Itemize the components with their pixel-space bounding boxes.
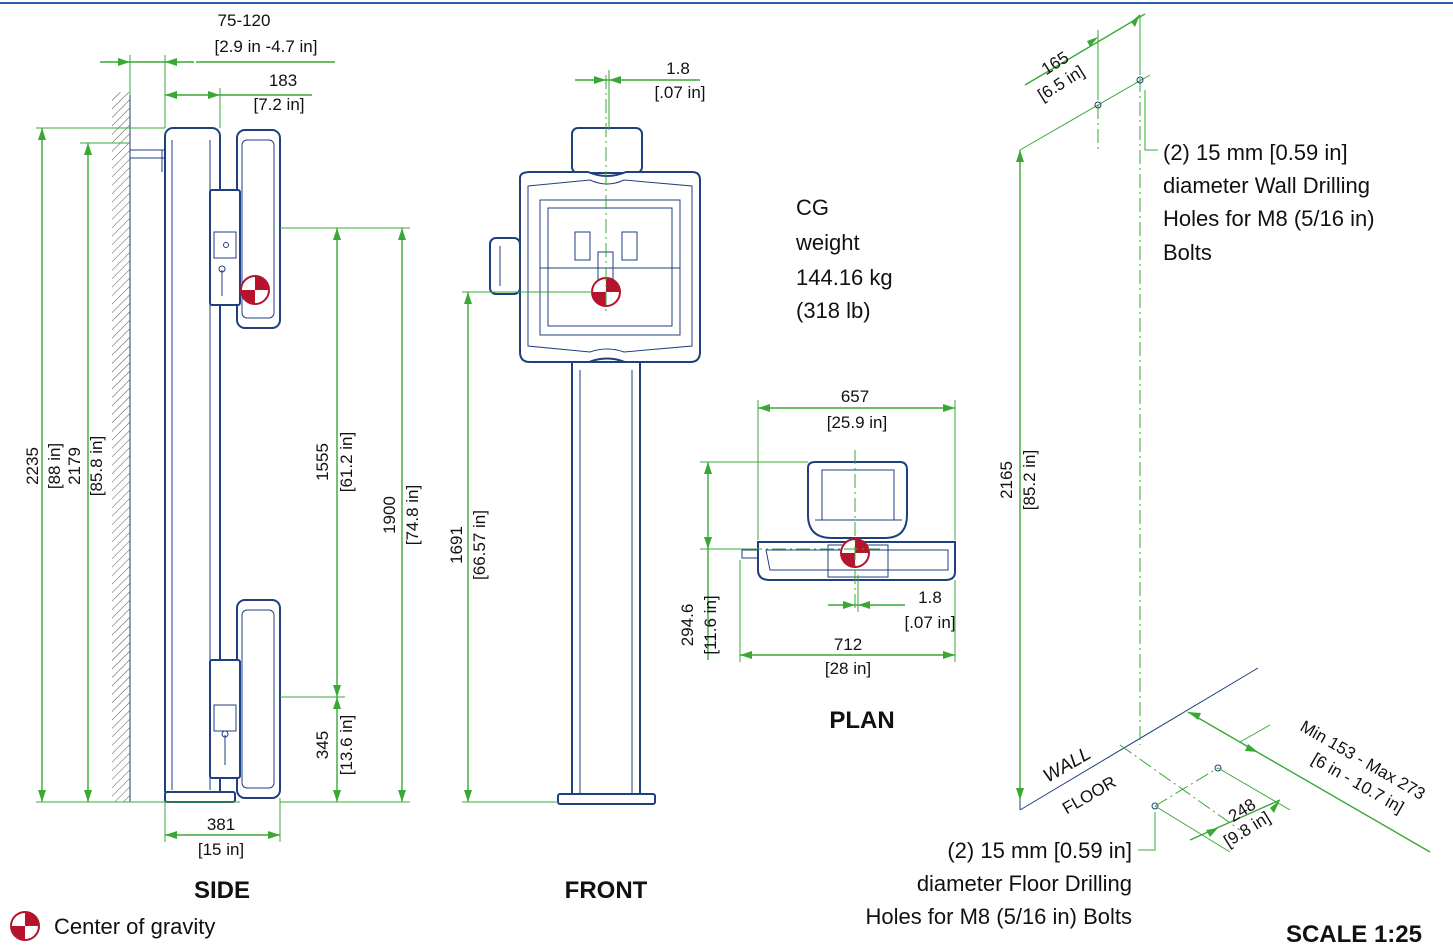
front-cg-height-in: [66.57 in] xyxy=(470,510,489,580)
plan-offset-in: [.07 in] xyxy=(904,613,955,632)
side-offset-mm: 75-120 xyxy=(218,11,271,30)
wall-height-mm: 2165 xyxy=(997,461,1016,499)
plan-offset-mm: 1.8 xyxy=(918,588,942,607)
side-1555-mm: 1555 xyxy=(313,443,332,481)
wall-height-in: [85.2 in] xyxy=(1020,450,1039,511)
side-view: 75-120 [2.9 in -4.7 in] 183 [7.2 in] 223… xyxy=(23,11,422,904)
wall-note-line2: diameter Wall Drilling xyxy=(1163,173,1370,198)
side-base-in: [15 in] xyxy=(198,840,244,859)
side-total-height-mm: 2235 xyxy=(23,447,42,485)
floor-label: FLOOR xyxy=(1059,772,1119,818)
cg-marker-side xyxy=(240,275,270,305)
side-1900-mm: 1900 xyxy=(380,496,399,534)
wall-note-line4: Bolts xyxy=(1163,240,1212,265)
floor-note-line2: diameter Floor Drilling xyxy=(917,871,1132,896)
front-cg-height-mm: 1691 xyxy=(447,526,466,564)
wall-hatch xyxy=(112,92,130,802)
wall-note-line1: (2) 15 mm [0.59 in] xyxy=(1163,140,1348,165)
plan-width-mm: 657 xyxy=(841,387,869,406)
plan-width-in: [25.9 in] xyxy=(827,413,888,432)
side-bracket-height-in: [85.8 in] xyxy=(87,436,106,497)
side-345-in: [13.6 in] xyxy=(337,715,356,776)
side-1555-in: [61.2 in] xyxy=(337,432,356,493)
side-offset-in: [2.9 in -4.7 in] xyxy=(214,37,317,56)
side-bracket-height-mm: 2179 xyxy=(65,447,84,485)
plan-depth-in: [11.6 in] xyxy=(701,595,720,654)
side-345-mm: 345 xyxy=(313,731,332,759)
side-depth-mm: 183 xyxy=(269,71,297,90)
legend: Center of gravity xyxy=(10,911,215,941)
cg-weight-kg: 144.16 kg xyxy=(796,265,893,290)
scale-label: SCALE 1:25 xyxy=(1286,921,1422,945)
floor-note-line1: (2) 15 mm [0.59 in] xyxy=(947,838,1132,863)
side-1900-in: [74.8 in] xyxy=(403,485,422,546)
front-view: 1.8 [.07 in] 1691 [66.57 in] FRONT xyxy=(447,59,706,904)
plan-base-mm: 712 xyxy=(834,635,862,654)
cg-weight-lb: (318 lb) xyxy=(796,298,871,323)
plan-view-label: PLAN xyxy=(829,707,894,734)
plan-base-in: [28 in] xyxy=(825,659,871,678)
cg-info: CG weight 144.16 kg (318 lb) xyxy=(795,195,893,323)
cg-title: CG xyxy=(796,195,829,220)
side-depth-in: [7.2 in] xyxy=(253,95,304,114)
legend-label: Center of gravity xyxy=(54,914,215,939)
front-view-label: FRONT xyxy=(565,877,648,904)
front-offset-in: [.07 in] xyxy=(654,83,705,102)
wall-label: WALL xyxy=(1040,743,1095,787)
plan-depth-mm: 294.6 xyxy=(678,604,697,647)
wall-note-line3: Holes for M8 (5/16 in) xyxy=(1163,206,1375,231)
center-of-gravity-icon xyxy=(10,911,40,941)
floor-note-line3: Holes for M8 (5/16 in) Bolts xyxy=(865,904,1132,929)
drilling-layout: 165 [6.5 in] (2) 15 mm [0.59 in] diamete… xyxy=(865,13,1431,929)
side-base-mm: 381 xyxy=(207,815,235,834)
front-offset-mm: 1.8 xyxy=(666,59,690,78)
side-total-height-in: [88 in] xyxy=(45,443,64,489)
side-view-label: SIDE xyxy=(194,877,250,904)
plan-view: 657 [25.9 in] 1.8 [.07 in] 294.6 [11.6 i… xyxy=(678,387,956,734)
cg-weight-label: weight xyxy=(795,230,860,255)
